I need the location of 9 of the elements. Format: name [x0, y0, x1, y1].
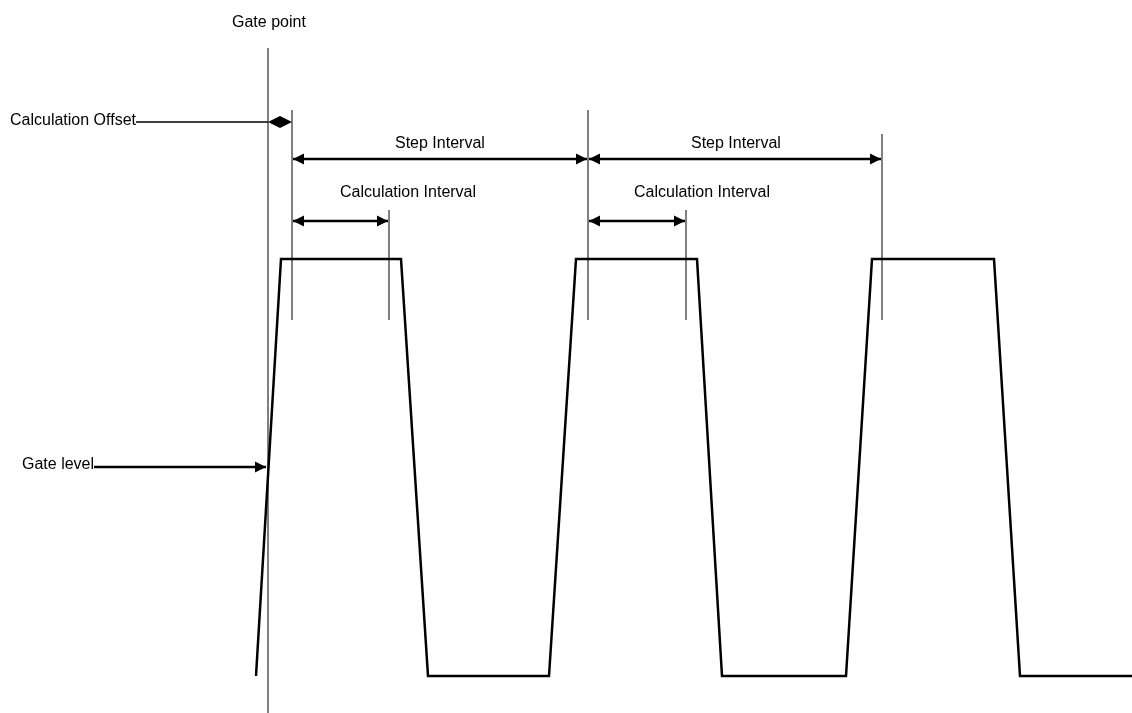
dimension-label: Calculation Interval — [634, 182, 771, 202]
leader-line — [135, 116, 292, 128]
callout-label: Gate level — [22, 454, 95, 474]
dimension-label: Step Interval — [395, 133, 485, 153]
dimension-label: Step Interval — [691, 133, 781, 153]
callout-label: Calculation Offset — [10, 110, 136, 130]
marker-label: Gate point — [232, 12, 306, 32]
pointer-arrow — [94, 461, 266, 473]
dimension-label: Calculation Interval — [340, 182, 477, 202]
